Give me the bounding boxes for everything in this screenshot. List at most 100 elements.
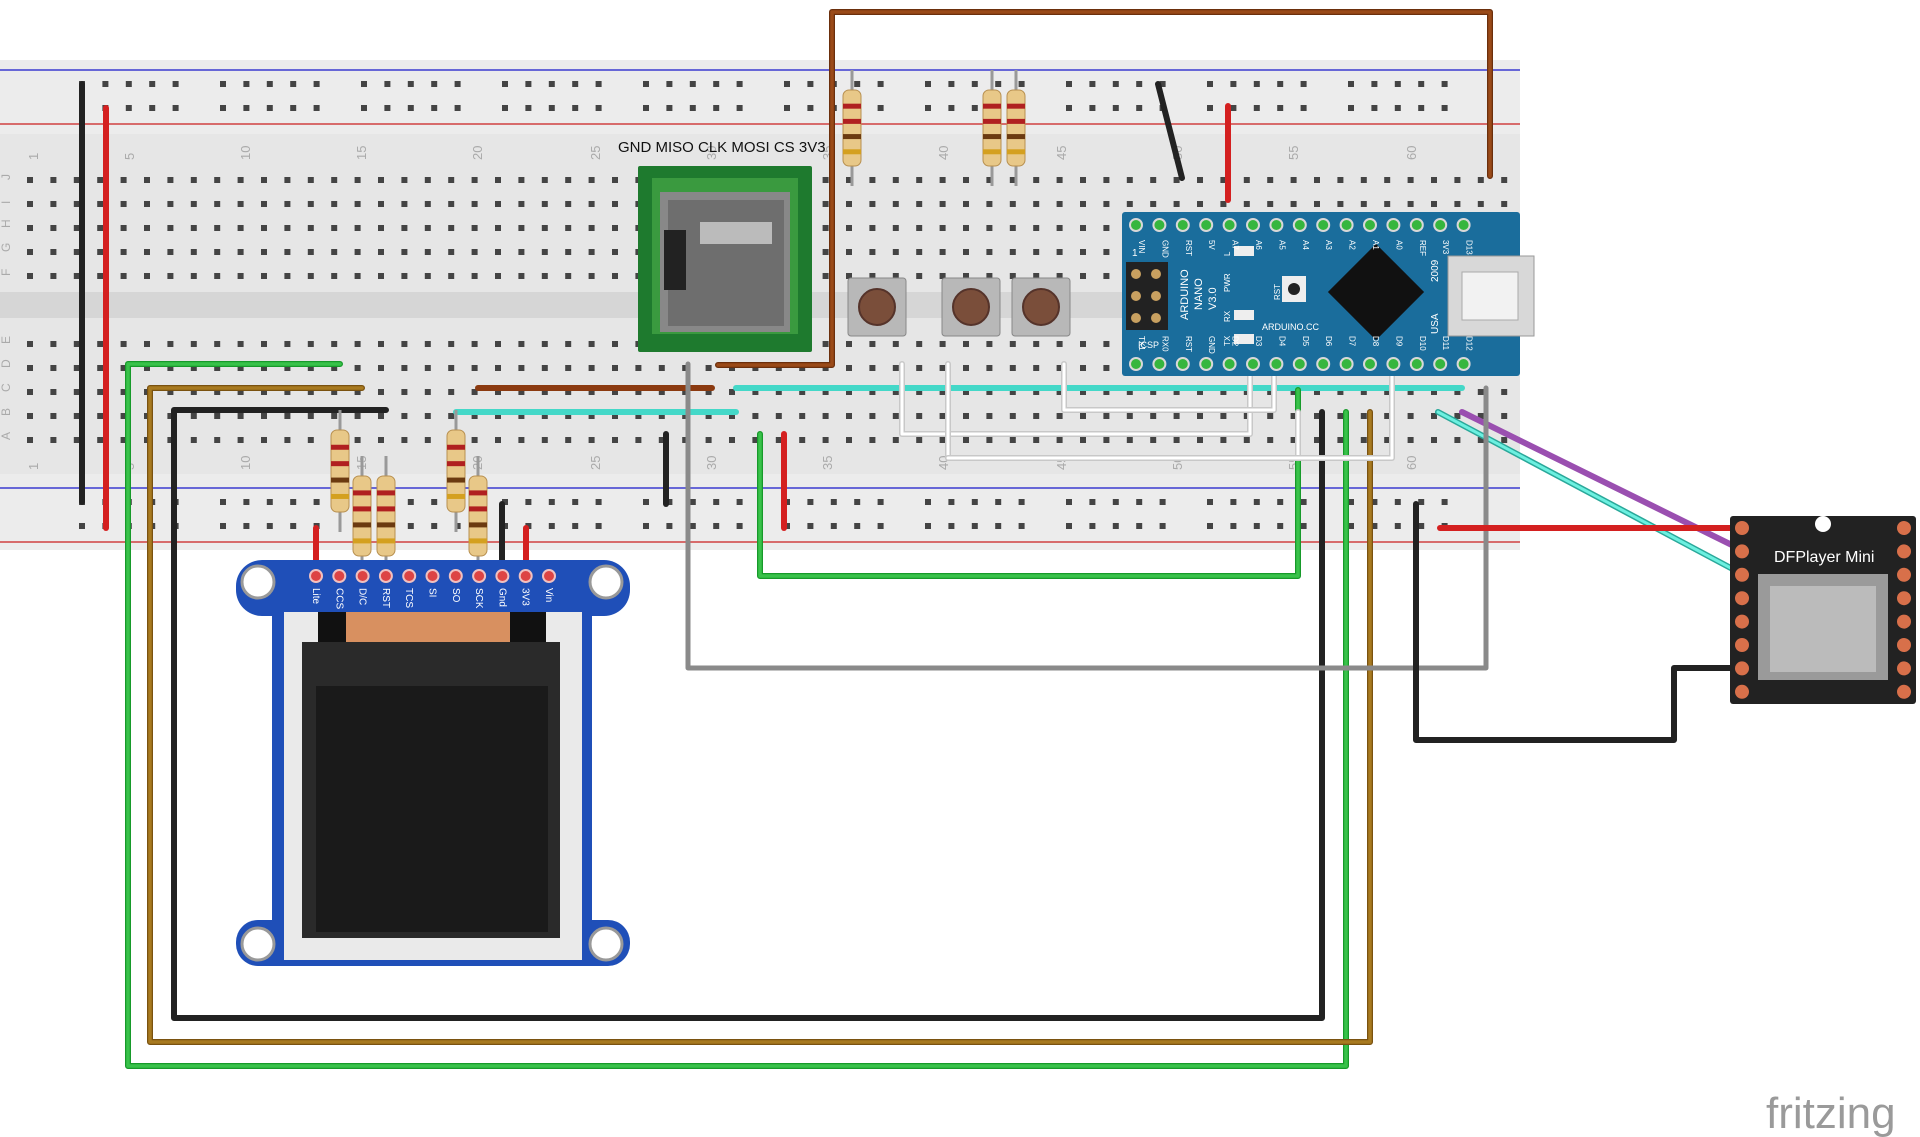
hole <box>1360 413 1367 419</box>
hole <box>284 341 291 347</box>
row-letter: J <box>0 174 13 180</box>
hole <box>1243 389 1250 395</box>
hole <box>518 437 525 443</box>
hole <box>1173 389 1180 395</box>
hole <box>1103 201 1110 207</box>
resistor-band <box>469 490 487 496</box>
hole <box>658 413 665 419</box>
hole <box>1080 225 1086 231</box>
rail-hole <box>454 81 461 87</box>
rail-hole <box>525 499 532 505</box>
col-num: 40 <box>936 146 951 160</box>
hole <box>658 389 665 395</box>
rail-hole <box>243 81 250 87</box>
rail-hole <box>877 523 884 529</box>
hole <box>963 225 969 231</box>
rail-hole <box>1112 81 1119 87</box>
hole <box>541 413 548 419</box>
resistor <box>468 475 488 557</box>
rail-hole <box>525 81 532 87</box>
nano-pin <box>1386 357 1401 371</box>
hole <box>963 365 969 371</box>
hole <box>1407 437 1414 443</box>
hole <box>471 389 478 395</box>
hole <box>378 249 384 255</box>
hole <box>846 365 852 371</box>
hole <box>237 273 244 279</box>
hole <box>1197 177 1203 183</box>
rail-hole <box>1230 81 1237 87</box>
rail-hole <box>1253 105 1260 111</box>
rail-hole <box>971 81 978 87</box>
hole <box>1431 389 1437 395</box>
rail-hole <box>407 523 414 529</box>
tft-pin <box>518 569 533 583</box>
nano-pin-label: A4 <box>1301 240 1310 250</box>
rail-hole <box>995 523 1002 529</box>
tft-pin <box>542 569 556 583</box>
hole <box>822 225 829 231</box>
hole <box>354 273 361 279</box>
dfplayer-pin <box>1735 591 1749 606</box>
hole <box>963 177 969 183</box>
rail-hole <box>736 105 743 111</box>
push-button-3[interactable] <box>1011 277 1071 337</box>
dfplayer-pin <box>1897 684 1911 699</box>
rail-hole <box>548 499 555 505</box>
hole <box>190 413 197 419</box>
hole <box>495 177 501 183</box>
hole <box>50 201 57 207</box>
hole <box>261 273 267 279</box>
nano-pin-label: A3 <box>1324 240 1333 250</box>
hole <box>916 341 923 347</box>
rail-hole <box>971 499 978 505</box>
rail-hole <box>1136 105 1143 111</box>
hole <box>939 249 946 255</box>
hole <box>892 249 899 255</box>
hole <box>214 413 221 419</box>
push-button-2[interactable] <box>941 277 1001 337</box>
rail-hole <box>361 105 367 111</box>
hole <box>869 413 876 419</box>
rail-hole <box>548 105 555 111</box>
hole <box>565 225 572 231</box>
nano-pin <box>1175 218 1190 232</box>
hole <box>331 273 338 279</box>
hole <box>892 413 899 419</box>
dfplayer-pin <box>1897 638 1911 652</box>
hole <box>495 389 501 395</box>
hole <box>448 389 455 395</box>
hole <box>1337 413 1344 419</box>
hole <box>1454 389 1461 395</box>
rail-hole <box>689 523 696 529</box>
hole <box>892 437 899 443</box>
hole <box>307 177 314 183</box>
hole <box>1080 249 1086 255</box>
col-num: 20 <box>470 146 485 160</box>
hole <box>307 273 314 279</box>
hole <box>401 389 408 395</box>
rail-hole <box>1371 81 1378 87</box>
hole <box>1126 177 1133 183</box>
dfplayer-pin <box>1897 567 1911 582</box>
hole <box>1290 201 1297 207</box>
hole <box>916 365 923 371</box>
hole <box>284 413 291 419</box>
hole <box>237 437 244 443</box>
hole <box>27 365 33 371</box>
hole <box>588 389 595 395</box>
nano-board-text-1: ARDUINO <box>1179 269 1191 320</box>
hole <box>1243 177 1250 183</box>
dfplayer-pin <box>1735 544 1749 559</box>
rail-hole <box>925 499 931 505</box>
hole <box>237 413 244 419</box>
hole <box>1454 413 1461 419</box>
push-button-1[interactable] <box>847 277 907 337</box>
hole <box>190 273 197 279</box>
hole <box>331 341 338 347</box>
hole <box>939 365 946 371</box>
rail-hole <box>361 81 367 87</box>
hole <box>682 413 689 419</box>
hole <box>752 413 759 419</box>
